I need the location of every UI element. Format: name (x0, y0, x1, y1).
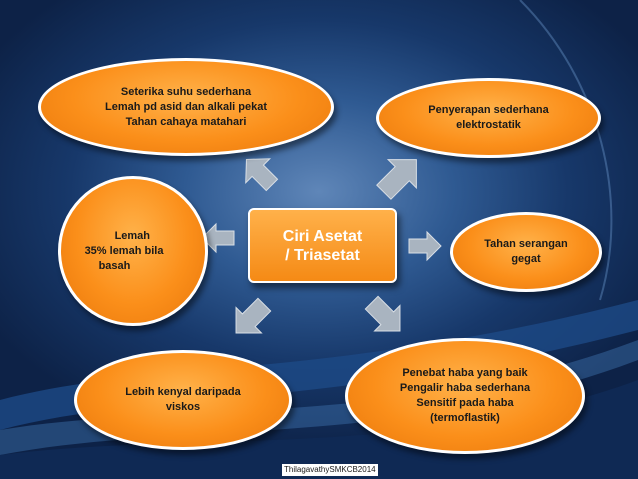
node-right-line-1: Tahan serangan (484, 238, 568, 250)
arrow-left (201, 222, 235, 254)
node-left-line-1: Lemah (114, 229, 151, 242)
node-bottom-right-line-3: Sensitif pada haba (416, 397, 514, 409)
node-left-line-2: 35% lemah bila (84, 244, 164, 257)
footer-credit: ThilagavathySMKCB2014 (282, 464, 378, 476)
node-top-left-line-1: Seterika suhu sederhana (120, 85, 252, 98)
node-bottom-right-line-1: Penebat haba yang baik (402, 367, 528, 379)
node-bottom-left-line-1: Lebih kenyal daripada (125, 386, 241, 398)
node-top-left: Seterika suhu sederhana Lemah pd asid da… (38, 58, 334, 156)
arrow-up-right (376, 159, 417, 200)
center-title-line-1: Ciri Asetat (282, 227, 363, 245)
center-box: Ciri Asetat / Triasetat (248, 208, 397, 283)
node-top-left-line-3: Tahan cahaya matahari (125, 115, 247, 128)
node-bottom-right: Penebat haba yang baik Pengalir haba sed… (345, 338, 585, 454)
node-left: Lemah 35% lemah bila basah (58, 176, 208, 326)
arrow-down-left (235, 297, 272, 334)
arrow-down-right (364, 295, 401, 332)
center-title-line-2: / Triasetat (285, 246, 360, 264)
node-bottom-left-line-2: viskos (165, 401, 201, 413)
node-left-line-3: basah (98, 259, 131, 272)
node-right-line-2: gegat (511, 253, 541, 265)
node-right: Tahan serangan gegat (450, 212, 602, 292)
node-top-right: Penyerapan sederhana elektrostatik (376, 78, 601, 158)
node-top-right-line-2: elektrostatik (456, 119, 521, 131)
node-bottom-right-line-2: Pengalir haba sederhana (399, 382, 531, 394)
node-top-left-line-2: Lemah pd asid dan alkali pekat (105, 100, 267, 113)
arrow-right (408, 230, 442, 262)
node-top-right-line-1: Penyerapan sederhana (428, 104, 549, 116)
node-bottom-left: Lebih kenyal daripada viskos (74, 350, 292, 450)
node-bottom-right-line-4: (termoflastik) (430, 412, 500, 424)
arrow-up-left (245, 158, 279, 192)
